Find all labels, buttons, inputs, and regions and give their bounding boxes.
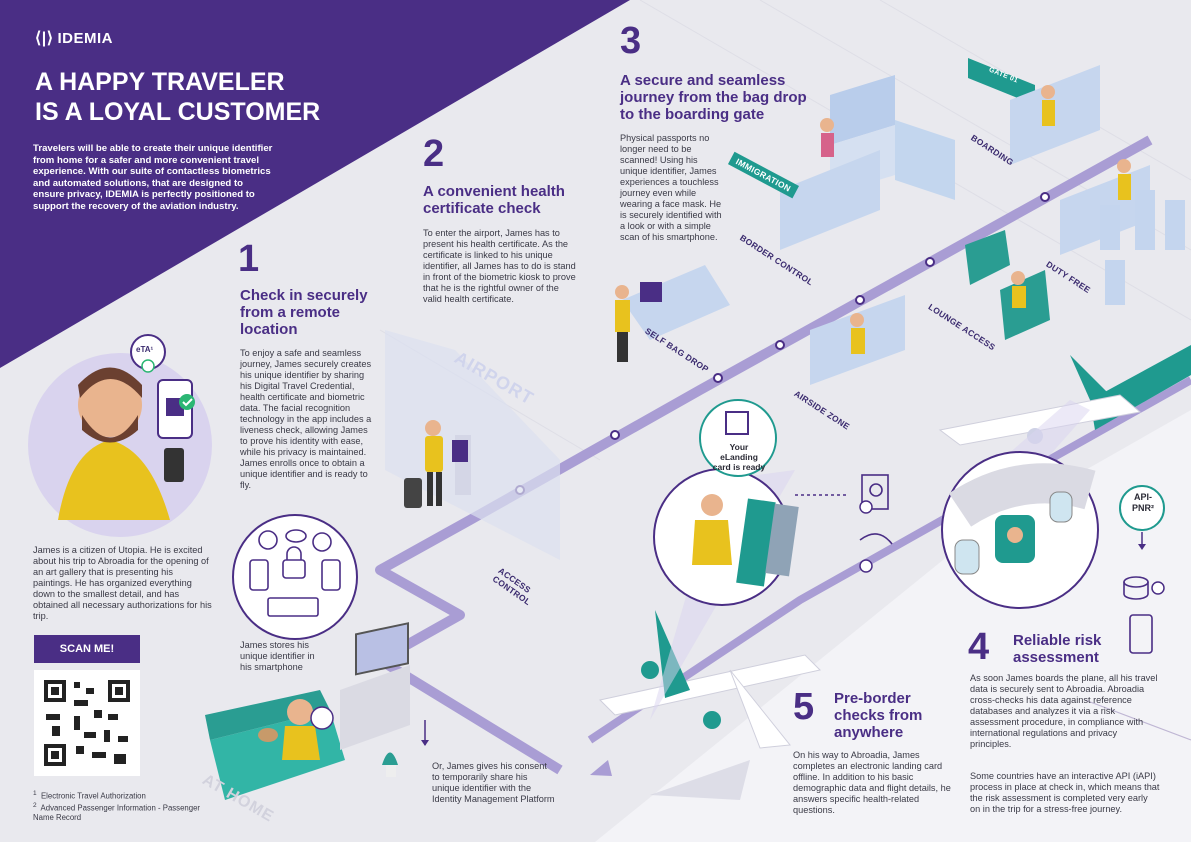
brand-logo: ⟨|⟩IDEMIA xyxy=(35,28,113,48)
header-triangle xyxy=(0,0,630,368)
api-pnr-badge xyxy=(1119,485,1165,531)
home-stores-text: James stores his unique identifier in hi… xyxy=(240,640,315,672)
scan-me-button[interactable]: SCAN ME! xyxy=(34,635,140,663)
step-1-body: To enjoy a safe and seamless journey, Ja… xyxy=(240,348,372,490)
step-2-title: A convenient health certificate check xyxy=(423,183,565,217)
step-4-body-2: Some countries have an interactive API (… xyxy=(970,771,1160,814)
step-1-title: Check in securely from a remote location xyxy=(240,287,368,338)
home-consent-text: Or, James gives his consent to temporari… xyxy=(432,761,555,804)
landing-card-text: Your eLanding card is ready xyxy=(712,442,766,472)
footnote-1: 1 Electronic Travel Authorization xyxy=(33,790,146,801)
step-5-body: On his way to Abroadia, James completes … xyxy=(793,750,951,815)
step-2-body: To enter the airport, James has to prese… xyxy=(423,228,576,304)
qr-code[interactable] xyxy=(34,670,140,776)
brand-name: IDEMIA xyxy=(57,30,113,47)
step-3-title: A secure and seamless journey from the b… xyxy=(620,72,807,123)
step-4-title: Reliable risk assessment xyxy=(1013,632,1102,666)
step-4-number: 4 xyxy=(968,626,990,668)
step-4-body: As soon James boards the plane, all his … xyxy=(970,673,1158,749)
persona-text: James is a citizen of Utopia. He is exci… xyxy=(33,545,212,621)
step-5-number: 5 xyxy=(793,686,815,728)
step-2-number: 2 xyxy=(423,133,445,175)
eta-badge: eTA¹ xyxy=(136,345,154,354)
footnote-2: 2 Advanced Passenger Information - Passe… xyxy=(33,802,201,823)
step-5-title: Pre-border checks from anywhere xyxy=(834,690,923,741)
landing-card-badge xyxy=(699,399,777,477)
step-1-number: 1 xyxy=(238,238,260,280)
step-3-number: 3 xyxy=(620,20,642,62)
intro-text: Travelers will be able to create their u… xyxy=(33,143,273,212)
logo-icon: ⟨|⟩ xyxy=(35,30,54,47)
page-title: A HAPPY TRAVELER IS A LOYAL CUSTOMER xyxy=(35,68,321,126)
api-pnr-text: API-PNR² xyxy=(1132,492,1154,513)
qr-code-icon xyxy=(42,678,132,768)
footnotes: 1 Electronic Travel Authorization 2 Adva… xyxy=(33,789,203,823)
step-3-body: Physical passports no longer need to be … xyxy=(620,133,722,242)
